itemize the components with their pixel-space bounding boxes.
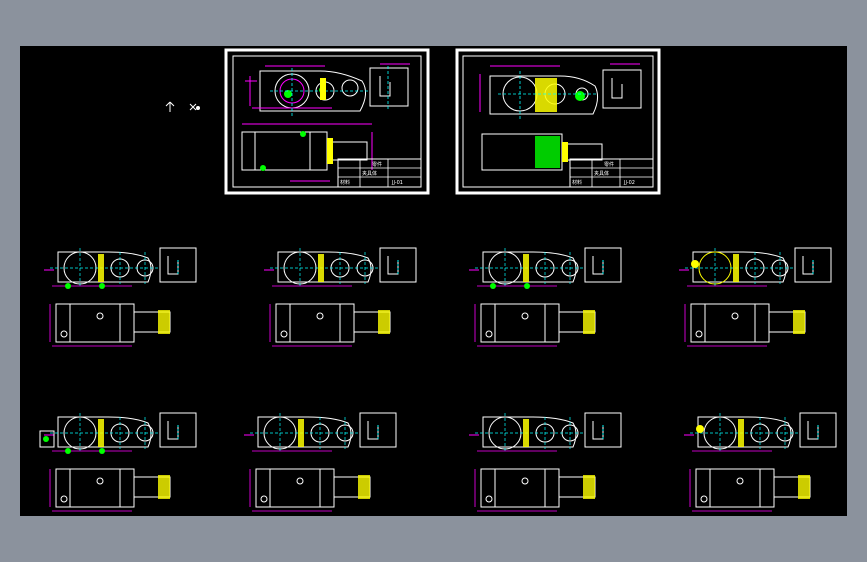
title-block-1: 零件 夹具体 材料 JJ-01 xyxy=(337,158,422,188)
title-label-a: 零件 xyxy=(372,161,382,168)
ucs-marker xyxy=(165,101,200,112)
title-label-b: 夹具体 xyxy=(362,170,377,177)
cad-drawing[interactable]: 零件 夹具体 材料 JJ-01 xyxy=(20,46,847,516)
operation-view-4[interactable] xyxy=(679,247,832,347)
title-label-a: 零件 xyxy=(604,161,614,168)
cad-model-space[interactable]: 零件 夹具体 材料 JJ-01 xyxy=(20,46,847,516)
title-label-c: 材料 xyxy=(572,179,582,186)
operation-view-6[interactable] xyxy=(244,412,397,512)
operation-view-2[interactable] xyxy=(264,247,417,347)
title-label-c: 材料 xyxy=(340,179,350,186)
title-label-b: 夹具体 xyxy=(594,170,609,177)
operation-view-8[interactable] xyxy=(684,412,837,512)
operation-view-3[interactable] xyxy=(469,247,622,347)
drawing-sheet-2[interactable]: 零件 夹具体 材料 JJ-02 xyxy=(455,48,661,195)
operation-view-5[interactable] xyxy=(39,412,197,512)
operation-views[interactable] xyxy=(39,247,837,512)
drawing-number: JJ-02 xyxy=(623,180,635,186)
drawing-sheet-1[interactable]: 零件 夹具体 材料 JJ-01 xyxy=(224,48,430,195)
operation-view-7[interactable] xyxy=(469,412,622,512)
operation-view-1[interactable] xyxy=(44,247,197,347)
title-block-2: 零件 夹具体 材料 JJ-02 xyxy=(569,158,654,188)
drawing-number: JJ-01 xyxy=(391,180,403,186)
